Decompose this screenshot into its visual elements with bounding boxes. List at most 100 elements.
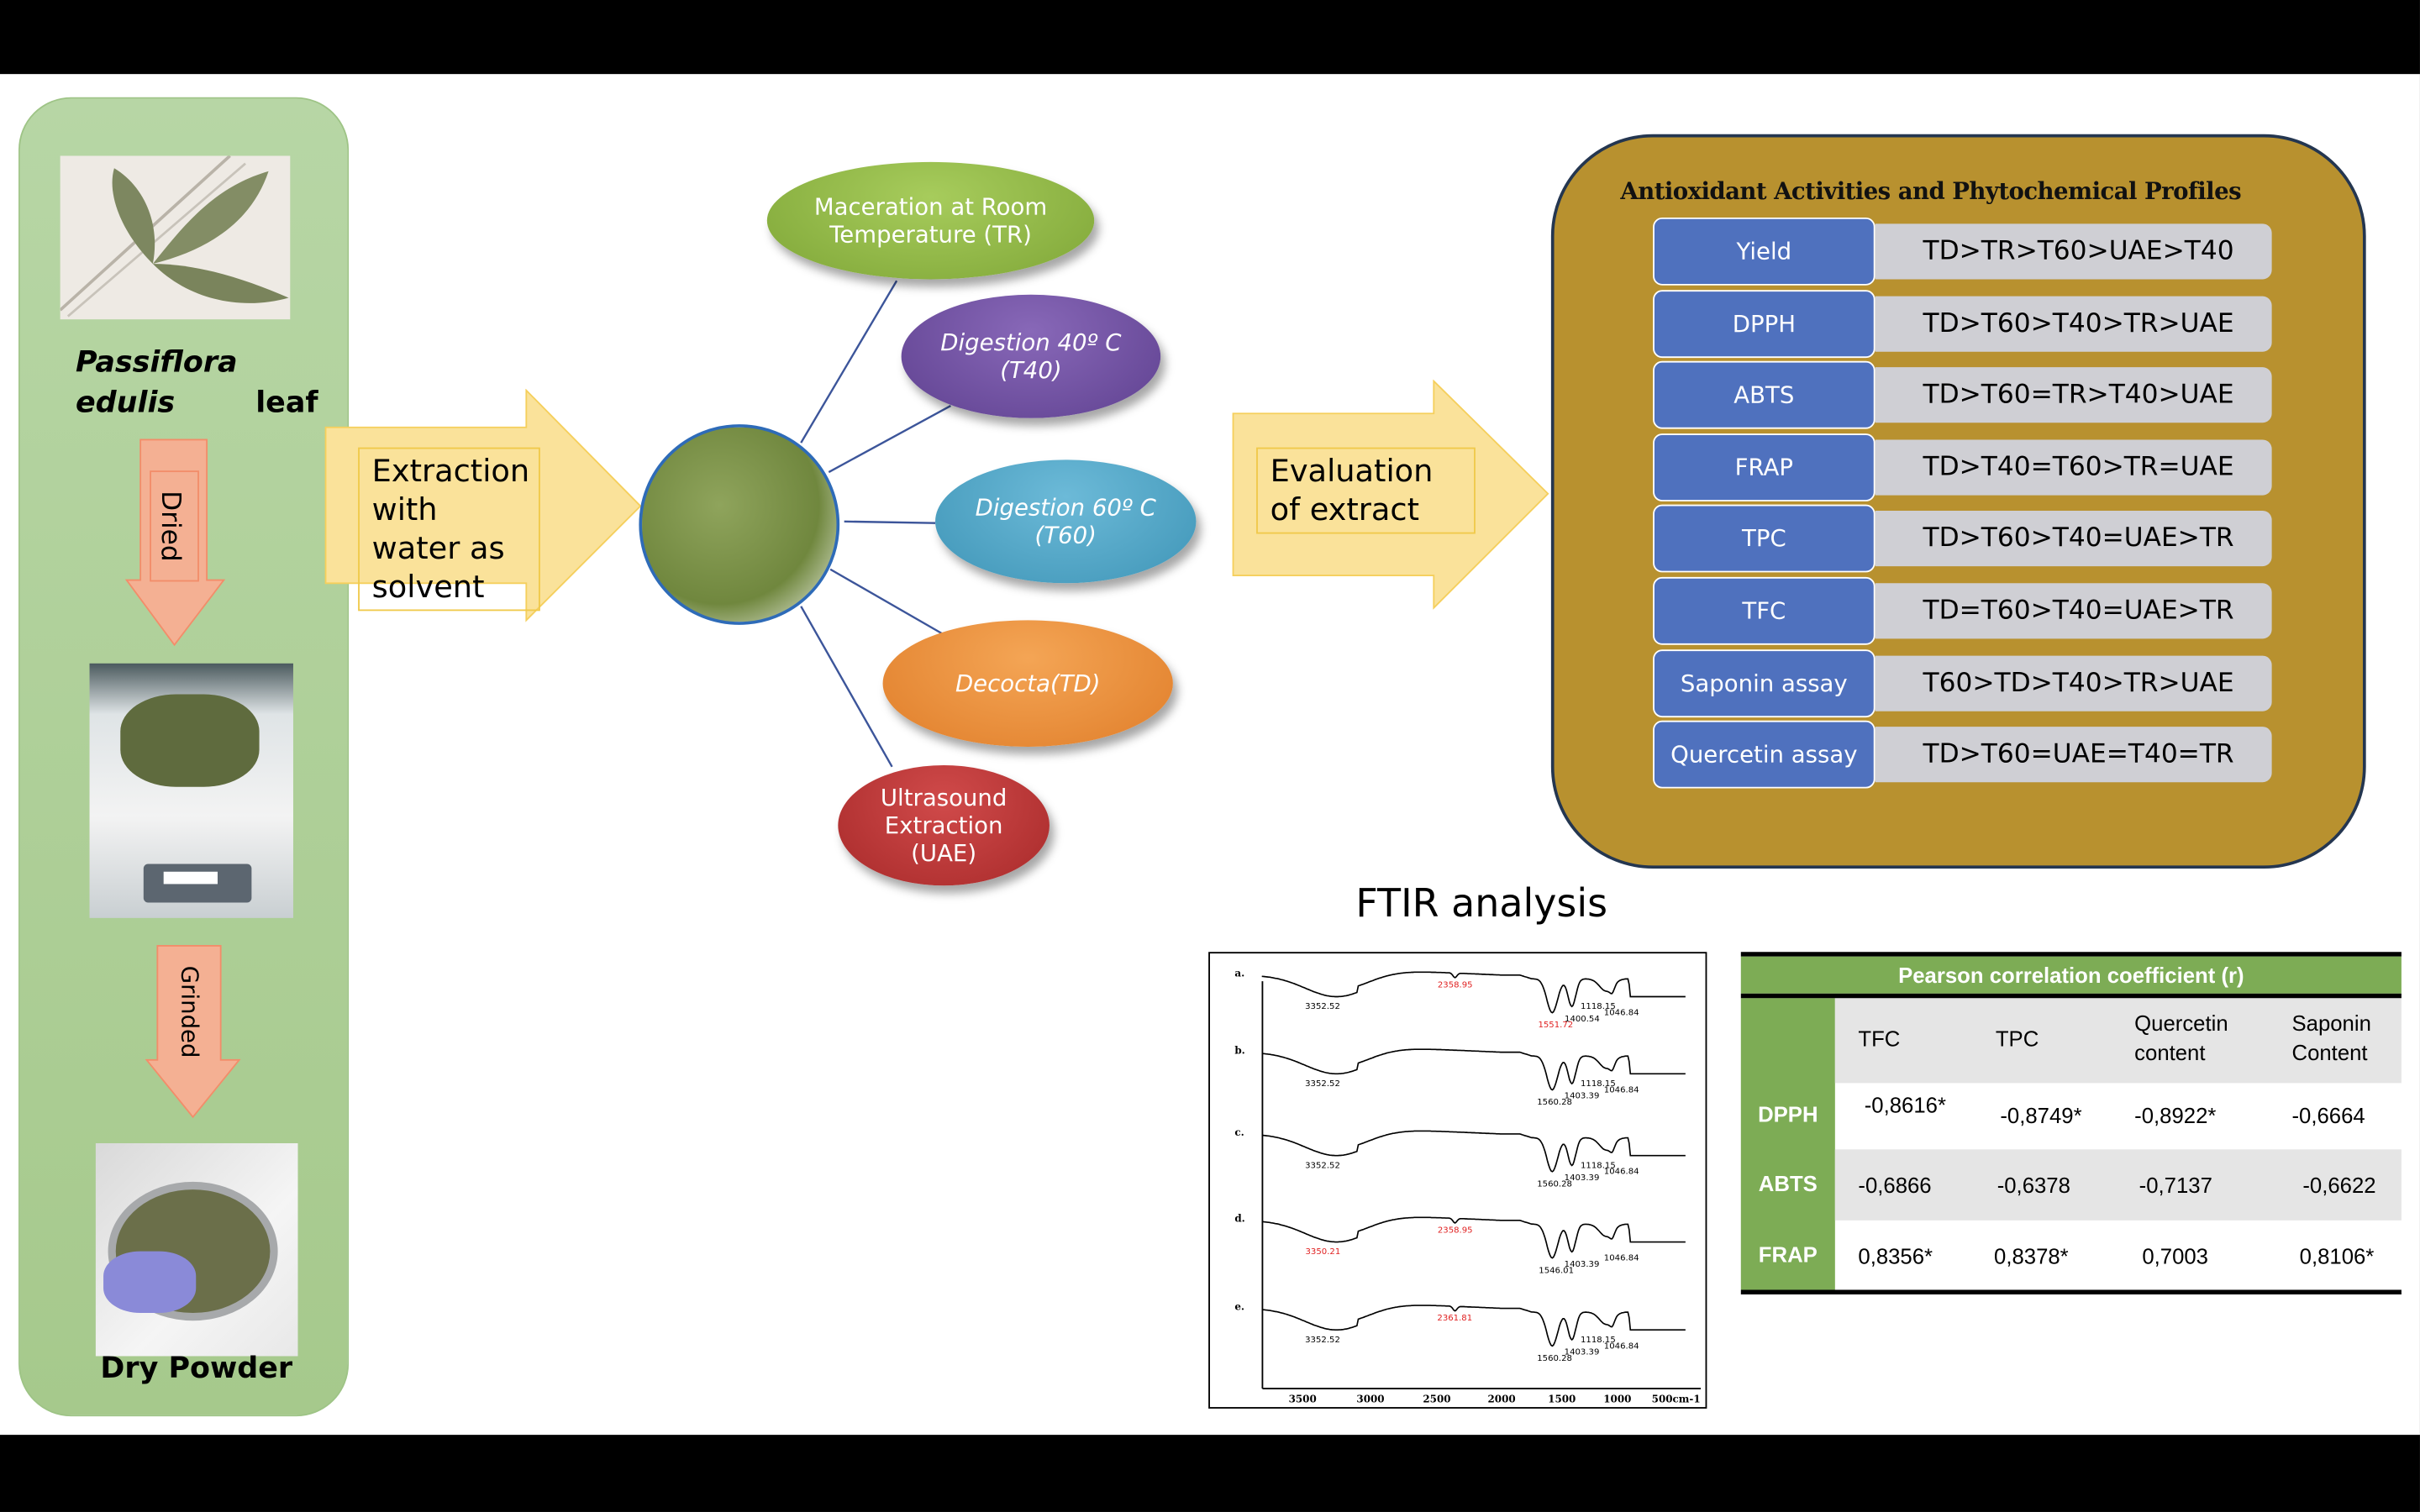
- ranking-row: Quercetin assay TD>T60=UAE=T40=TR: [1653, 721, 2273, 789]
- method-decocta: Decocta(TD): [882, 620, 1173, 747]
- species-caption: Passiflora edulis leaf: [76, 343, 318, 423]
- pearson-value: 0,8356*: [1858, 1243, 1933, 1268]
- sieve-photo: [95, 1142, 298, 1357]
- ranking-row: Saponin assay T60>TD>T40>TR>UAE: [1653, 648, 2273, 717]
- ranking-order: TD>T40=T60>TR=UAE: [1875, 439, 2272, 496]
- ftir-x-tick: 3000: [1356, 1394, 1384, 1405]
- ftir-peak-label: 3352.52: [1305, 1336, 1340, 1345]
- ftir-spectrum-line: [1261, 1216, 1686, 1259]
- ftir-peak-label: 1118.15: [1581, 1336, 1616, 1345]
- grinded-arrow: [145, 944, 241, 1119]
- ftir-series-label: c.: [1234, 1126, 1244, 1138]
- ranking-assay: Saponin assay: [1653, 648, 1876, 717]
- ftir-peak-label: 1118.15: [1581, 1161, 1616, 1170]
- ftir-peak-label: 2361.81: [1437, 1314, 1472, 1323]
- grinded-label: Grinded: [176, 965, 204, 1058]
- ftir-spectrum-line: [1261, 971, 1686, 1014]
- ranking-assay: TFC: [1653, 576, 1876, 645]
- pearson-value: -0,8922*: [2134, 1103, 2217, 1128]
- ranking-order: TD>T60=TR>T40>UAE: [1875, 367, 2272, 423]
- ftir-peak-label: 1118.15: [1581, 1002, 1616, 1011]
- ftir-peak-label: 1551.72: [1538, 1021, 1573, 1030]
- ranking-order: TD>T60=UAE=T40=TR: [1875, 727, 2272, 783]
- ftir-x-tick: 1500: [1548, 1394, 1576, 1405]
- ftir-series-label: b.: [1234, 1044, 1245, 1056]
- ftir-peak-label: 3352.52: [1305, 1002, 1340, 1011]
- ranking-assay: DPPH: [1653, 289, 1876, 358]
- method-digestion-60: Digestion 60º C (T60): [935, 459, 1197, 584]
- pearson-value: -0,6866: [1858, 1172, 1932, 1198]
- pearson-column-header: TFC: [1858, 1026, 1901, 1051]
- ranking-row: ABTS TD>T60=TR>T40>UAE: [1653, 361, 2273, 429]
- evaluation-label: Evaluation of extract: [1256, 447, 1476, 534]
- dried-label-box: [150, 470, 199, 582]
- ranking-order: TD>T60>T40>TR>UAE: [1875, 295, 2272, 352]
- ftir-peak-label: 1546.01: [1539, 1266, 1574, 1275]
- ftir-spectrum-line: [1261, 1130, 1686, 1173]
- ftir-x-tick: 500cm-1: [1652, 1394, 1701, 1405]
- pearson-value: -0,6378: [1996, 1172, 2070, 1198]
- ftir-peak-label: 3350.21: [1306, 1247, 1341, 1257]
- ranking-assay: Quercetin assay: [1653, 721, 1876, 789]
- ftir-peak-label: 1046.84: [1604, 1168, 1639, 1177]
- ftir-x-tick: 2500: [1423, 1394, 1450, 1405]
- ftir-peak-label: 3352.52: [1305, 1161, 1340, 1170]
- ftir-series-label: d.: [1234, 1213, 1245, 1225]
- method-ultrasound: Ultrasound Extraction (UAE): [838, 765, 1050, 886]
- ranking-order: TD=T60>T40=UAE>TR: [1875, 583, 2272, 639]
- ftir-peak-label: 1403.39: [1565, 1092, 1600, 1101]
- ftir-x-tick: 1000: [1603, 1394, 1631, 1405]
- ranking-order: TD>T60>T40=UAE>TR: [1875, 511, 2272, 567]
- pearson-title: Pearson correlation coefficient (r): [1740, 956, 2402, 994]
- pearson-value: 0,7003: [2142, 1243, 2209, 1268]
- ftir-series-label: e.: [1234, 1300, 1244, 1312]
- pearson-row-header: FRAP: [1758, 1242, 1818, 1267]
- drying-bag-photo: [89, 663, 293, 918]
- top-black-band: [0, 0, 2420, 75]
- species-name: Passiflora edulis: [75, 345, 238, 420]
- pearson-value: -0,8749*: [2000, 1103, 2082, 1128]
- pearson-value: -0,6622: [2302, 1172, 2376, 1198]
- pearson-value: -0,6664: [2291, 1103, 2365, 1128]
- ftir-peak-label: 1046.84: [1604, 1254, 1639, 1263]
- ftir-peak-label: 1046.84: [1604, 1341, 1639, 1351]
- ftir-peak-label: 1403.39: [1565, 1173, 1600, 1183]
- ftir-peak-label: 1118.15: [1581, 1079, 1616, 1089]
- ranking-assay: FRAP: [1653, 433, 1876, 501]
- pearson-column-header: Saponin Content: [2291, 1011, 2371, 1065]
- ranking-row: TFC TD=T60>T40=UAE>TR: [1653, 576, 2273, 645]
- ranking-row: Yield TD>TR>T60>UAE>T40: [1653, 217, 2273, 286]
- dry-powder-label: Dry Powder: [100, 1351, 293, 1386]
- ftir-series-label: a.: [1234, 968, 1244, 979]
- ftir-peak-label: 1046.84: [1604, 1009, 1639, 1018]
- ftir-peak-label: 1560.28: [1537, 1354, 1572, 1363]
- species-suffix: leaf: [255, 386, 318, 420]
- antioxidant-title: Antioxidant Activities and Phytochemical…: [1620, 177, 2242, 206]
- ranking-assay: Yield: [1653, 217, 1876, 286]
- ftir-peak-label: 1046.84: [1604, 1085, 1639, 1095]
- pearson-rowhead-column: [1740, 998, 1835, 1290]
- ftir-spectrum-line: [1261, 1048, 1686, 1091]
- ftir-peak-label: 2358.95: [1438, 1226, 1473, 1236]
- ftir-peak-label: 1560.28: [1537, 1179, 1572, 1189]
- ftir-x-tick: 2000: [1488, 1394, 1516, 1405]
- ranking-row: TPC TD>T60>T40=UAE>TR: [1653, 505, 2273, 574]
- ftir-peak-label: 1403.39: [1565, 1260, 1600, 1269]
- ranking-row: FRAP TD>T40=T60>TR=UAE: [1653, 433, 2273, 501]
- pearson-column-header: Quercetin content: [2134, 1011, 2228, 1065]
- ranking-assay: ABTS: [1653, 361, 1876, 429]
- ftir-peak-label: 1403.39: [1565, 1348, 1600, 1357]
- leaf-photo: [60, 155, 291, 320]
- pearson-value: 0,8378*: [1994, 1243, 2069, 1268]
- ftir-peak-label: 3352.52: [1305, 1079, 1340, 1089]
- powder-photo: [639, 424, 840, 625]
- pearson-value: 0,8106*: [2299, 1243, 2375, 1268]
- pearson-value: -0,7137: [2139, 1172, 2212, 1198]
- ftir-peak-label: 1560.28: [1537, 1098, 1572, 1107]
- ftir-peak-label: 2358.95: [1438, 980, 1473, 990]
